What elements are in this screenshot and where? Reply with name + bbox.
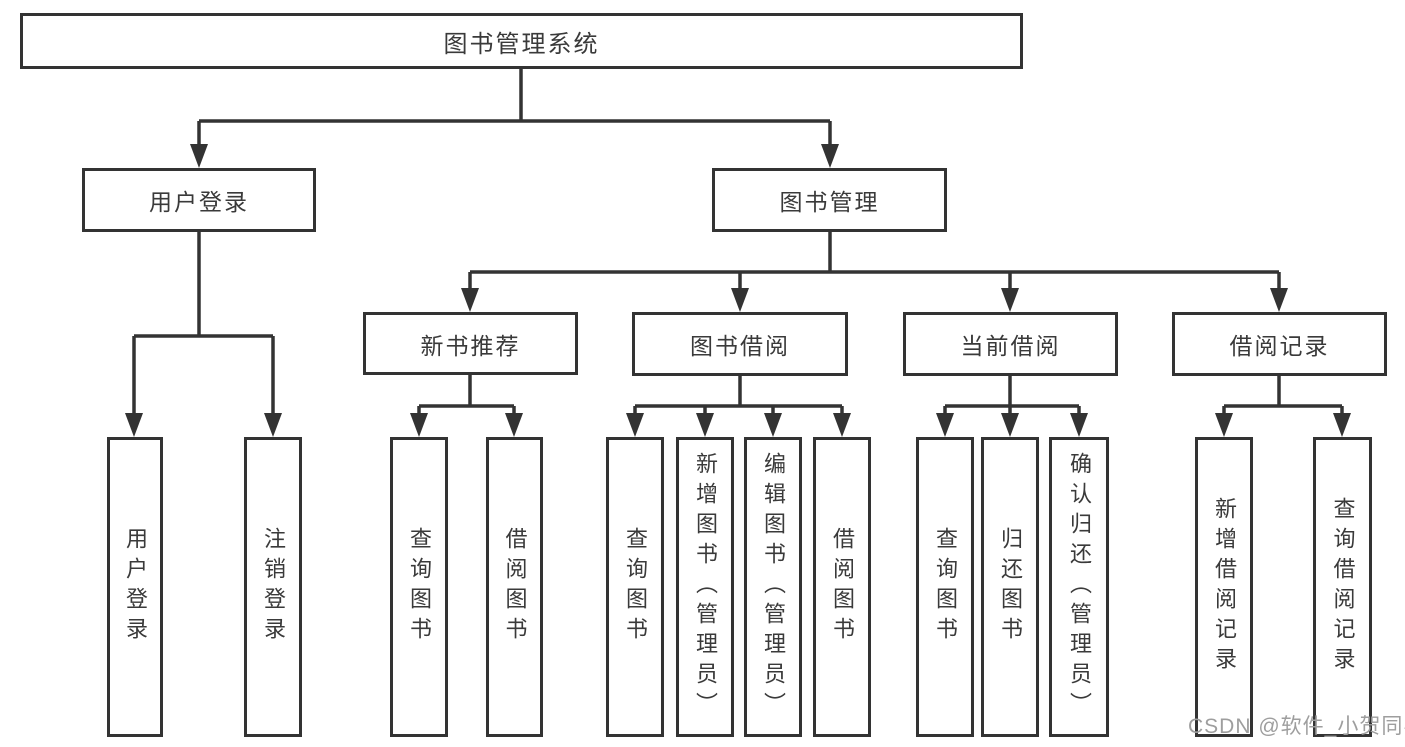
node-label: 确认归还（管理员） xyxy=(1067,452,1092,722)
node-new-book-recommend: 新书推荐 xyxy=(363,312,578,375)
node-current-borrowing: 当前借阅 xyxy=(903,312,1118,376)
node-label: 图书管理系统 xyxy=(443,30,600,58)
node-label: 图书管理 xyxy=(779,189,880,215)
leaf-borrow-query-books: 查询图书 xyxy=(606,437,664,737)
node-label: 借阅图书 xyxy=(830,527,855,647)
node-book-borrowing: 图书借阅 xyxy=(632,312,848,376)
node-book-management-branch: 图书管理 xyxy=(712,168,947,232)
node-label: 新增图书（管理员） xyxy=(693,452,718,722)
leaf-current-return-books: 归还图书 xyxy=(981,437,1039,737)
node-label: 注销登录 xyxy=(261,527,286,647)
leaf-newrec-borrow-books: 借阅图书 xyxy=(486,437,543,737)
leaf-borrow-edit-books-admin: 编辑图书（管理员） xyxy=(744,437,802,737)
leaf-records-query-record: 查询借阅记录 xyxy=(1313,437,1372,737)
node-label: 借阅记录 xyxy=(1229,333,1330,359)
node-label: 当前借阅 xyxy=(960,333,1061,359)
node-label: 借阅图书 xyxy=(502,527,528,647)
csdn-watermark: CSDN @软件_小贺同学 xyxy=(1188,715,1405,738)
node-library-management-system: 图书管理系统 xyxy=(20,13,1023,69)
leaf-records-add-record: 新增借阅记录 xyxy=(1195,437,1253,737)
node-label: 归还图书 xyxy=(998,527,1023,647)
node-label: 查询图书 xyxy=(623,527,648,647)
leaf-current-confirm-return-admin: 确认归还（管理员） xyxy=(1049,437,1109,737)
leaf-user-login: 用户登录 xyxy=(107,437,163,737)
leaf-borrow-add-books-admin: 新增图书（管理员） xyxy=(676,437,734,737)
node-label: 图书借阅 xyxy=(690,333,790,359)
node-label: 查询图书 xyxy=(933,527,958,647)
node-label: 查询图书 xyxy=(407,527,432,647)
node-label: 编辑图书（管理员） xyxy=(761,452,786,722)
node-borrowing-records: 借阅记录 xyxy=(1172,312,1387,376)
leaf-logout-login: 注销登录 xyxy=(244,437,302,737)
node-user-login-branch: 用户登录 xyxy=(82,168,316,232)
leaf-newrec-query-books: 查询图书 xyxy=(390,437,448,737)
node-label: 用户登录 xyxy=(123,527,148,647)
node-label: 新增借阅记录 xyxy=(1212,497,1237,677)
leaf-current-query-books: 查询图书 xyxy=(916,437,974,737)
node-label: 查询借阅记录 xyxy=(1330,497,1356,677)
node-label: 新书推荐 xyxy=(420,332,521,359)
leaf-borrow-borrow-books: 借阅图书 xyxy=(813,437,871,737)
node-label: 用户登录 xyxy=(149,189,249,215)
